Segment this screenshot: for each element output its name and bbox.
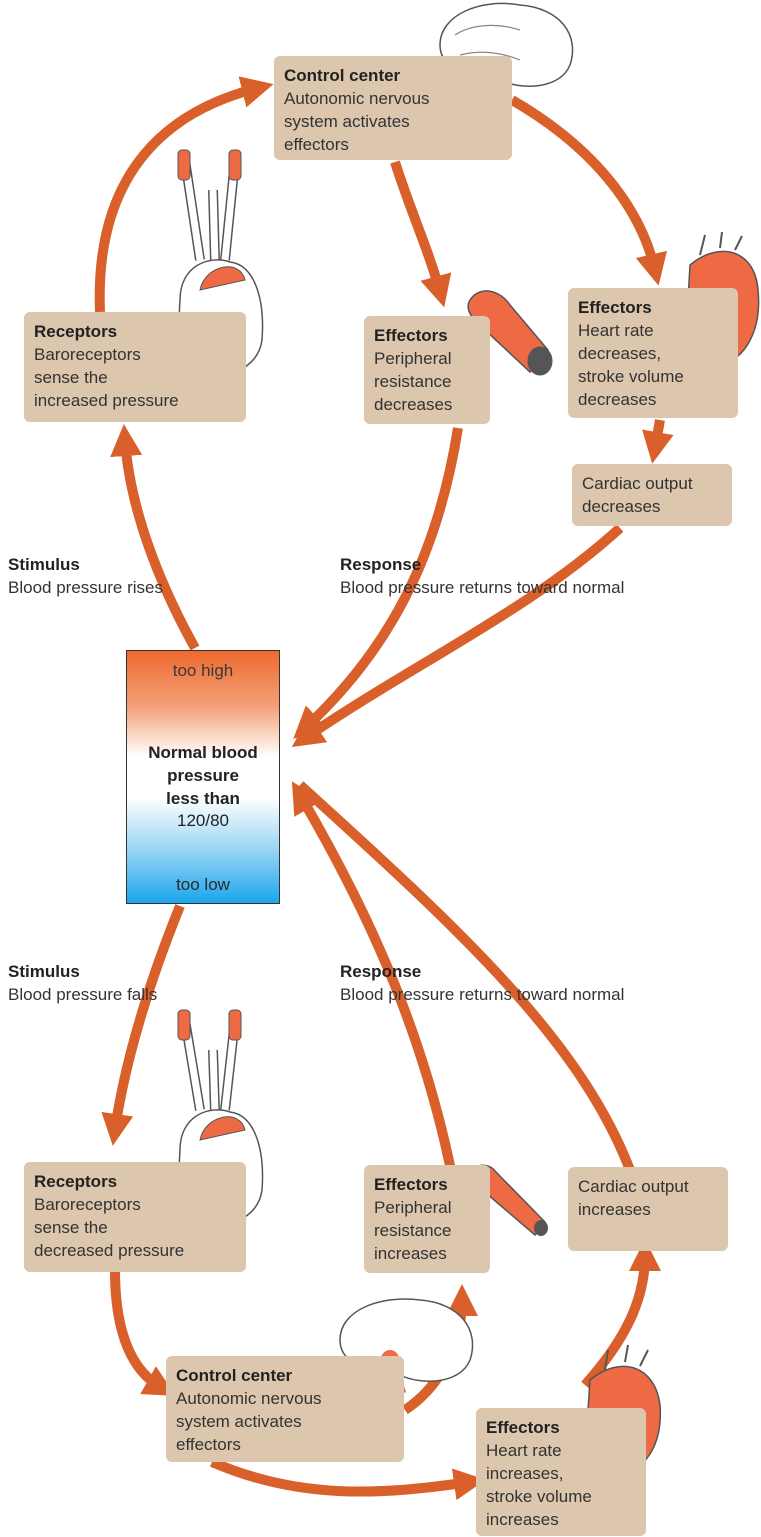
top-stimulus-desc: Blood pressure rises xyxy=(8,578,163,597)
arrow-control-to-heart-effectors-bottom xyxy=(210,1457,486,1501)
top-vessel-effectors-title: Effectors xyxy=(374,326,448,345)
blood-pressure-gauge: too high Normal blood pressure less than… xyxy=(126,650,280,904)
bottom-response-label: Response Blood pressure returns toward n… xyxy=(340,960,624,1006)
top-control-center-title: Control center xyxy=(284,66,401,85)
bottom-receptors-desc: Baroreceptors sense the decreased pressu… xyxy=(34,1195,185,1260)
bottom-control-center-desc: Autonomic nervous system activates effec… xyxy=(176,1389,322,1454)
arrow-heart-to-cardiac-output-bottom xyxy=(581,1239,661,1389)
top-response-title: Response xyxy=(340,555,422,574)
top-response-label: Response Blood pressure returns toward n… xyxy=(340,553,624,599)
bottom-receptors-box: Receptors Baroreceptors sense the decrea… xyxy=(24,1162,246,1272)
bottom-heart-effectors-title: Effectors xyxy=(486,1418,560,1437)
arrow-control-to-heart-effectors xyxy=(509,95,667,286)
gauge-normal-label: Normal blood pressure less than xyxy=(148,743,258,808)
top-vessel-effectors-box: Effectors Peripheral resistance decrease… xyxy=(364,316,490,424)
bottom-stimulus-label: Stimulus Blood pressure falls xyxy=(8,960,157,1006)
bottom-vessel-effectors-title: Effectors xyxy=(374,1175,448,1194)
gauge-normal-value: 120/80 xyxy=(177,811,229,830)
bottom-control-center-box: Control center Autonomic nervous system … xyxy=(166,1356,404,1462)
arrow-cardiac-response-to-gauge xyxy=(291,524,624,747)
bottom-vessel-effectors-box: Effectors Peripheral resistance increase… xyxy=(364,1165,490,1273)
top-heart-effectors-title: Effectors xyxy=(578,298,652,317)
arrow-stimulus-rises-to-receptors xyxy=(110,424,200,651)
top-control-center-box: Control center Autonomic nervous system … xyxy=(274,56,512,160)
bottom-stimulus-title: Stimulus xyxy=(8,962,80,981)
arrow-receptors-to-control-center xyxy=(110,1269,176,1396)
bottom-control-center-title: Control center xyxy=(176,1366,293,1385)
top-response-desc: Blood pressure returns toward normal xyxy=(340,578,625,597)
arrow-receptors-to-control xyxy=(94,76,274,313)
bottom-vessel-effectors-desc: Peripheral resistance increases xyxy=(374,1198,452,1263)
bottom-stimulus-desc: Blood pressure falls xyxy=(8,985,158,1004)
top-cardiac-output-desc: Cardiac output decreases xyxy=(582,474,693,516)
top-control-center-desc: Autonomic nervous system activates effec… xyxy=(284,89,430,154)
bottom-heart-effectors-box: Effectors Heart rate increases, stroke v… xyxy=(476,1408,646,1536)
gauge-too-high-label: too high xyxy=(172,661,234,680)
arrow-heart-effectors-to-cardiac-output xyxy=(642,419,674,464)
top-receptors-box: Receptors Baroreceptors sense the increa… xyxy=(24,312,246,422)
arrow-stimulus-falls-to-receptors xyxy=(101,904,185,1146)
bottom-cardiac-output-box: Cardiac output increases xyxy=(568,1167,728,1251)
bottom-receptors-title: Receptors xyxy=(34,1172,118,1191)
top-heart-effectors-box: Effectors Heart rate decreases, stroke v… xyxy=(568,288,738,418)
arrow-vessel-response-to-gauge xyxy=(293,427,463,739)
top-cardiac-output-box: Cardiac output decreases xyxy=(572,464,732,526)
top-vessel-effectors-desc: Peripheral resistance decreases xyxy=(374,349,453,414)
top-heart-effectors-desc: Heart rate decreases, stroke volume decr… xyxy=(578,321,684,409)
blood-vessel-icon xyxy=(467,290,553,376)
arrow-control-to-vessel-effectors xyxy=(390,160,452,308)
top-receptors-desc: Baroreceptors sense the increased pressu… xyxy=(34,345,179,410)
bottom-response-desc: Blood pressure returns toward normal xyxy=(340,985,625,1004)
bottom-cardiac-output-desc: Cardiac output increases xyxy=(578,1177,689,1219)
arrow-cardiac-response-to-gauge-bottom xyxy=(296,781,635,1172)
bottom-heart-effectors-desc: Heart rate increases, stroke volume incr… xyxy=(486,1441,592,1529)
bottom-response-title: Response xyxy=(340,962,422,981)
top-receptors-title: Receptors xyxy=(34,322,118,341)
top-stimulus-label: Stimulus Blood pressure rises xyxy=(8,553,163,599)
arrow-vessel-response-to-gauge-bottom xyxy=(291,781,460,1191)
top-stimulus-title: Stimulus xyxy=(8,555,80,574)
gauge-too-low-label: too low xyxy=(176,875,230,894)
